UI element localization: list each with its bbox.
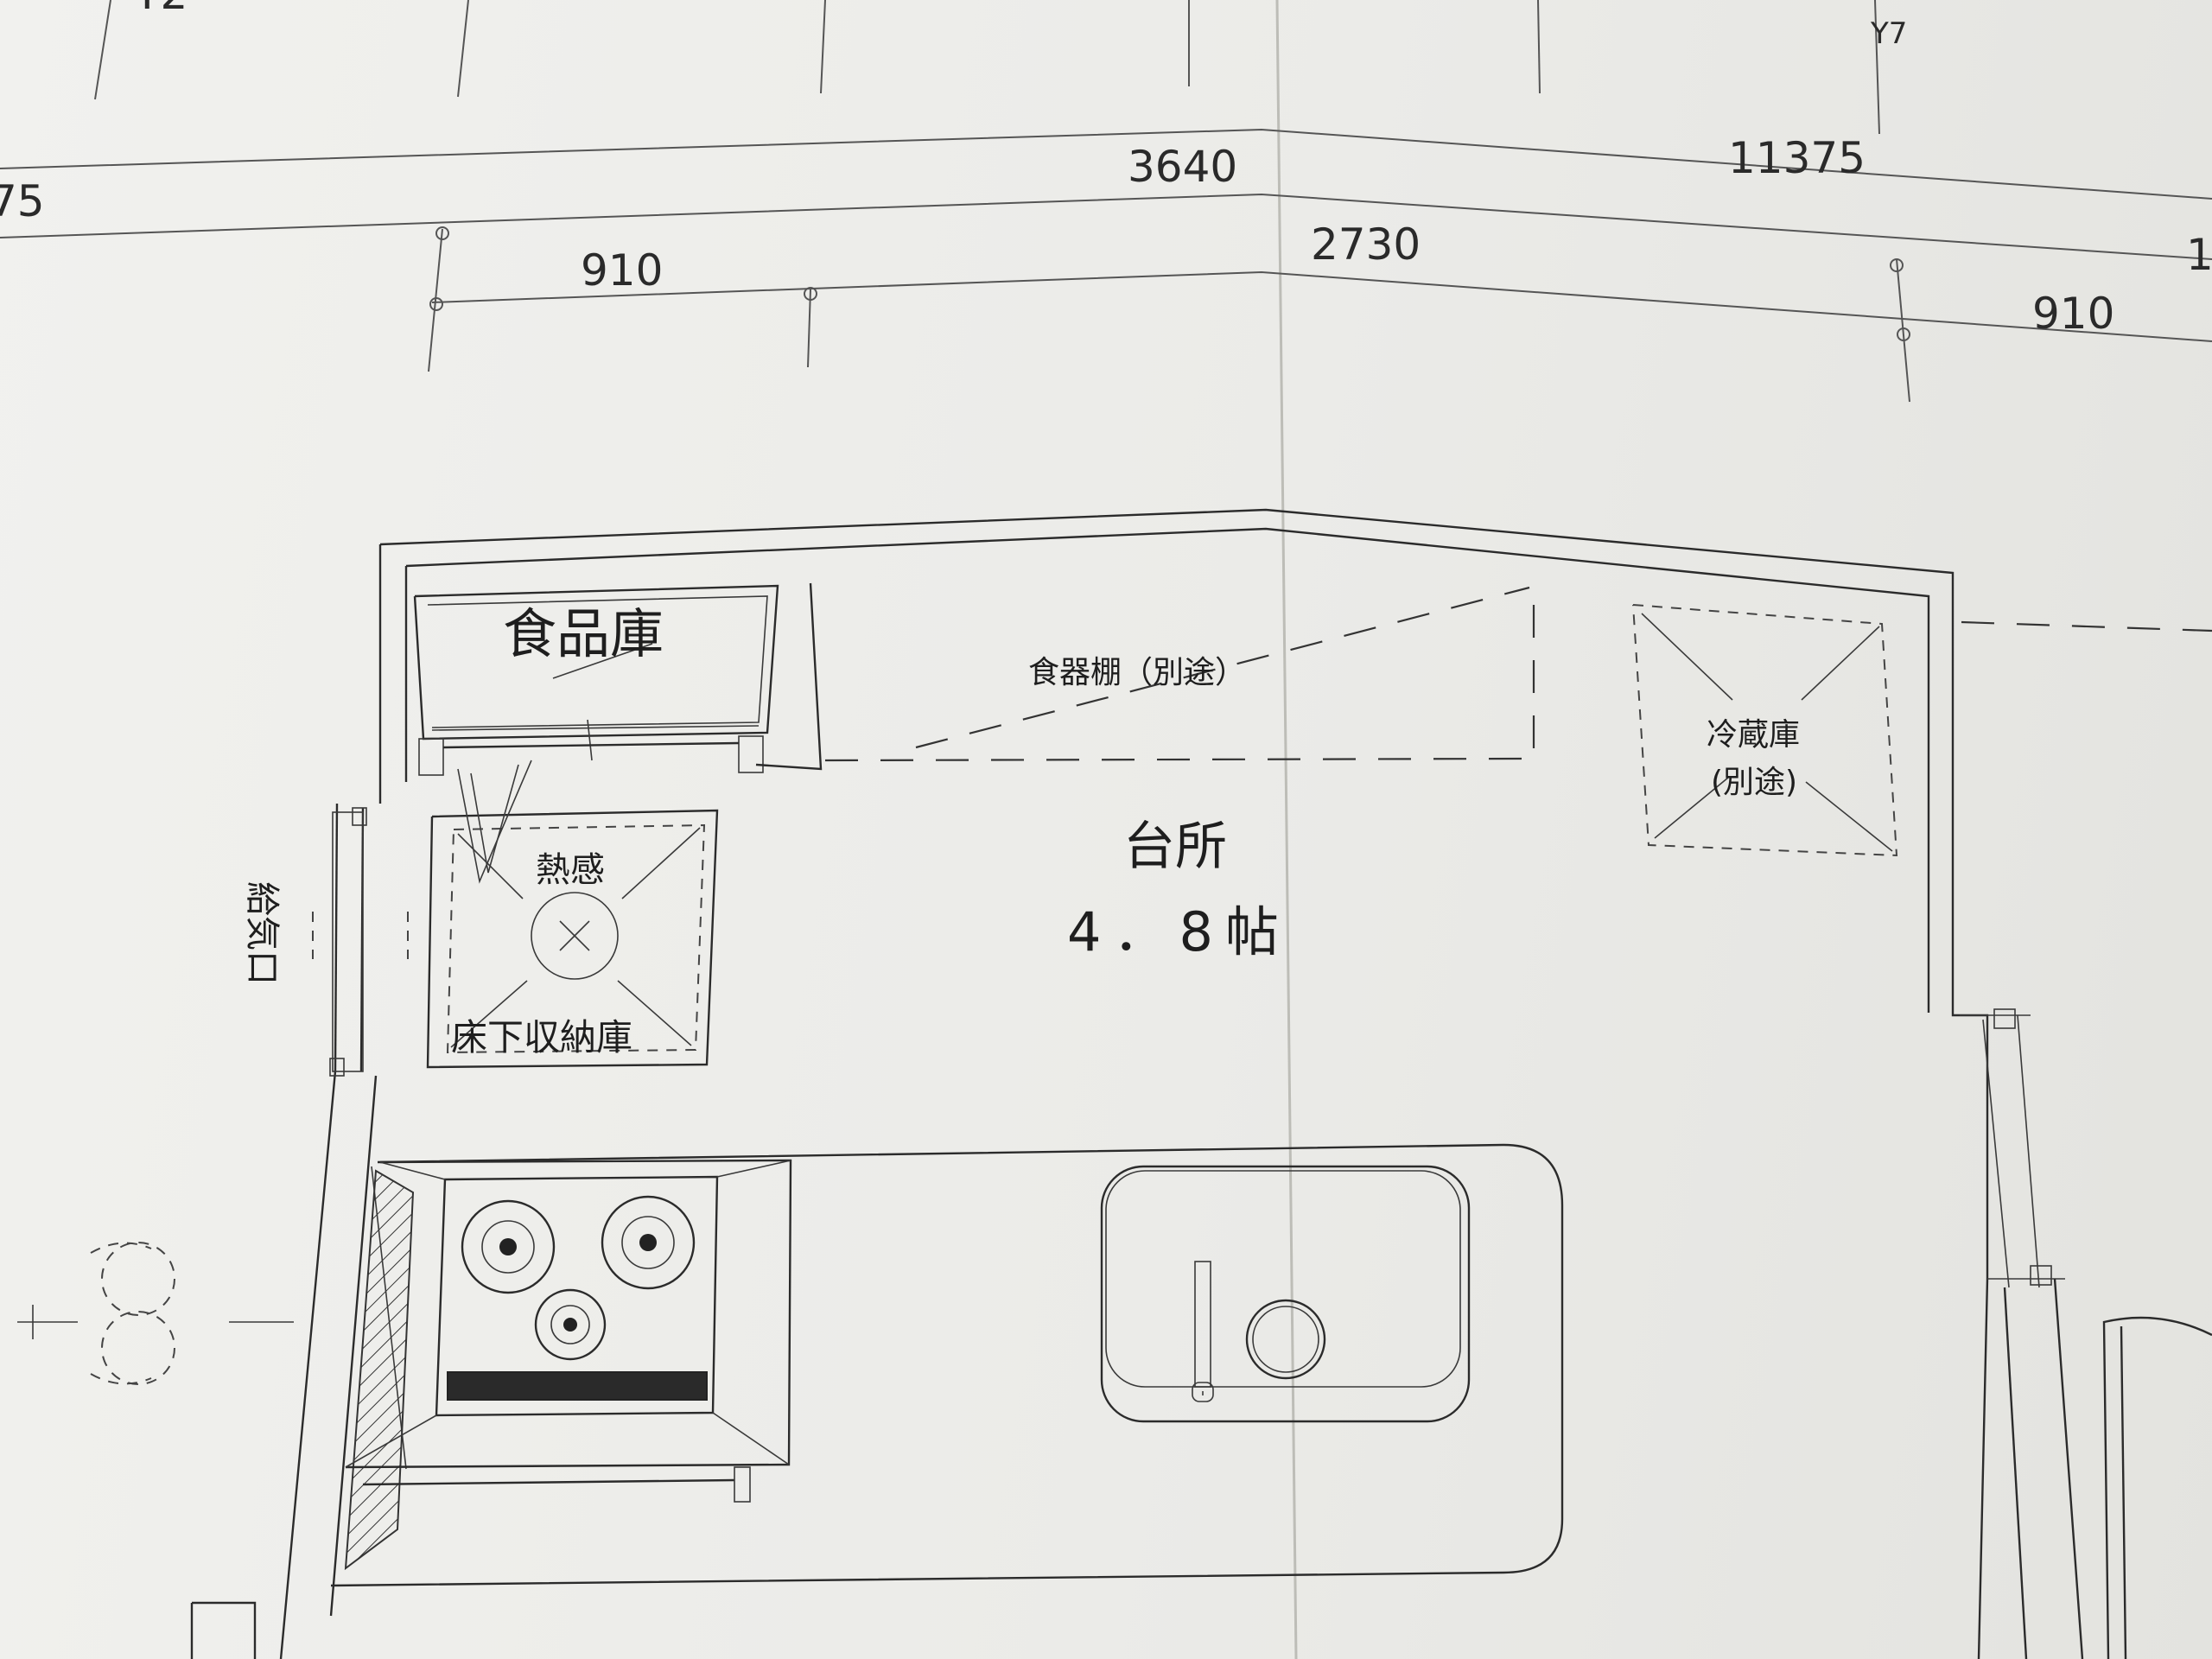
dish-shelf-label: 食器棚（別途） [1028,655,1246,690]
dim-top-span: 3640 [1128,142,1237,192]
dim-mid-span: 2730 [1311,219,1421,270]
dim-right-module: 910 [2032,289,2114,339]
dish-shelf-outline [824,586,1535,762]
counter-outline [330,1143,1564,1587]
heat-sensor-symbol [531,892,619,980]
vent-symbol [17,1242,294,1385]
heat-sensor-label: 熱感 [536,850,605,890]
hatched-wall [344,1169,415,1571]
underfloor-storage-label: 床下収納庫 [451,1016,632,1058]
kitchen-size-label: 4．8帖 [1067,900,1291,963]
dim-left-module: 910 [581,245,663,296]
cooktop [345,1159,792,1503]
dim-overall: 11375 [1728,133,1866,183]
burner-small [534,1288,607,1361]
sink [1100,1165,1471,1423]
fridge-label-1: 冷蔵庫 [1707,717,1800,753]
partition-wall [755,582,823,771]
air-inlet-symbol [312,807,409,1077]
fridge-outline [1632,604,1898,857]
dim-left-edge: 75 [0,176,45,226]
air-inlet-label: 給気口 [242,881,282,985]
grid-mark-label: Y7 [1870,16,1907,51]
burner-right [601,1195,696,1290]
kitchen-name-label: 台所 [1123,817,1227,877]
grid-fragment-label: Y2 [133,0,188,19]
paper-fold [1275,0,1298,1659]
pantry-box [413,584,779,776]
dimension-lines [0,128,2212,403]
dim-right-edge: 1 [2186,230,2212,280]
burner-left [461,1199,556,1294]
grid-ticks [94,0,1880,135]
outer-wall [190,508,2212,1659]
underfloor-storage-box [426,760,719,1069]
pantry-label: 食品庫 [503,602,664,665]
fridge-label-2: (別途) [1711,765,1797,800]
